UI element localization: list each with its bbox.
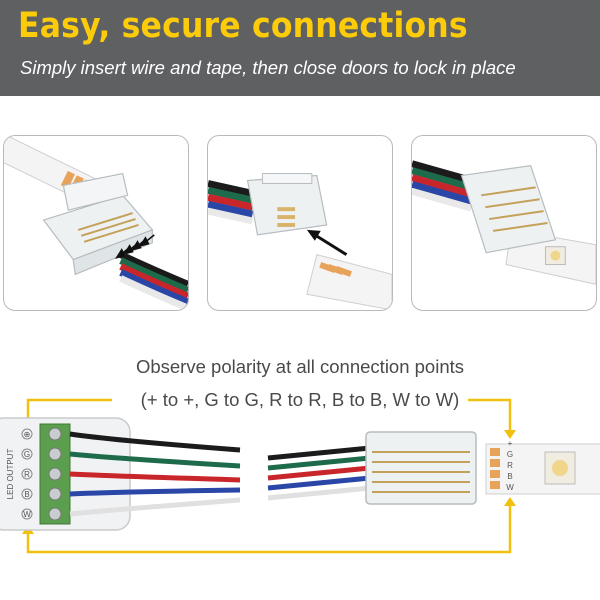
- arrow-head-icon: [504, 430, 516, 439]
- copper-pad: [60, 170, 75, 189]
- closed-connector-illustration: [412, 160, 596, 285]
- led-output-label: LED OUTPUT: [6, 449, 15, 500]
- terminal-label-plus: ⊕: [24, 430, 31, 439]
- polarity-arrow-bottom: [26, 504, 512, 554]
- terminal-label-r: R: [24, 470, 30, 479]
- header-banner: Easy, secure connections Simply insert w…: [0, 0, 600, 96]
- pad-label-plus: +: [508, 439, 513, 448]
- page-title: Easy, secure connections: [18, 6, 468, 46]
- pad-label-b: B: [507, 472, 512, 481]
- insert-tape-illustration: [208, 173, 392, 310]
- connector-housing: [246, 173, 328, 236]
- strip-connector: [365, 431, 477, 505]
- pad-label-w: W: [506, 483, 514, 492]
- step-panel-insert-tape: [207, 135, 393, 311]
- step-panel-closed-connector: [411, 135, 597, 311]
- terminal-screws: [48, 427, 62, 521]
- wire-bundle: [208, 180, 254, 225]
- pad-label-r: R: [507, 461, 513, 470]
- wiring-diagram: LED OUTPUT ⊕ G R B W: [0, 398, 600, 554]
- page-subtitle: Simply insert wire and tape, then close …: [20, 57, 516, 78]
- step-panel-open-connector: [3, 135, 189, 311]
- insert-arrows: [115, 234, 155, 259]
- led-strip-end: [485, 443, 600, 495]
- wire-bundle: [119, 251, 188, 310]
- insert-arrow: [306, 229, 348, 256]
- led-strip: [306, 254, 392, 310]
- polarity-instruction: Observe polarity at all connection point…: [135, 356, 465, 377]
- led-chip: [550, 250, 561, 261]
- wires-left: [69, 431, 241, 517]
- arrow-head-icon: [504, 497, 516, 506]
- wire-bundle: [412, 160, 473, 212]
- terminal-label-b: B: [24, 490, 29, 499]
- terminal-label-g: G: [24, 450, 30, 459]
- terminal-label-w: W: [23, 510, 31, 519]
- pad-label-g: G: [507, 450, 513, 459]
- polarity-mapping: (+ to +, G to G, R to R, B to B, W to W): [140, 389, 460, 410]
- connector-housing: [460, 165, 557, 254]
- open-connector-illustration: [4, 136, 188, 310]
- wires-right: [267, 445, 371, 501]
- connector-housing: [42, 172, 154, 276]
